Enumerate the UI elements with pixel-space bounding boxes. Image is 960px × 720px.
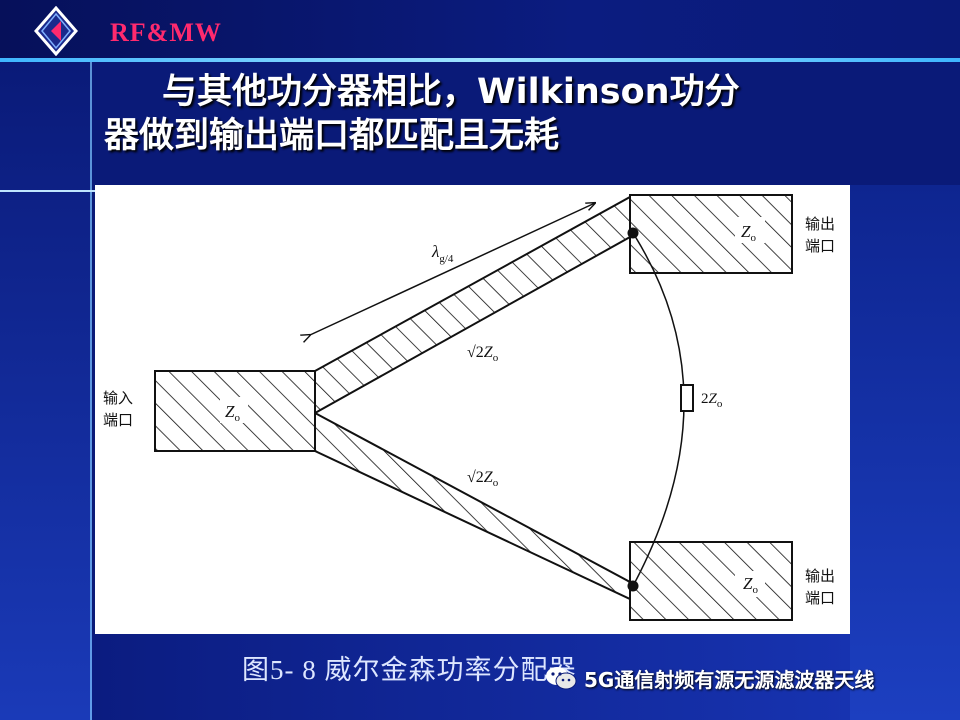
upper-output-block [629,194,793,274]
title-line-1: 与其他功分器相比，Wilkinson功分 [162,72,740,112]
upper-output-impedance-label: Zo [741,222,756,244]
lower-output-impedance-label: Zo [743,574,758,596]
wilkinson-diagram-svg: 输入 端口 输出 端口 输出 端口 Zo Zo Zo √2Zo √2Zo λg/… [103,194,835,621]
wavelength-label: λg/4 [431,242,454,265]
left-divider [90,62,92,720]
watermark: 5G通信射频有源无源滤波器天线 [544,660,874,696]
wilkinson-diagram: 输入 端口 输出 端口 输出 端口 Zo Zo Zo √2Zo √2Zo λg/… [95,185,850,634]
wechat-icon [546,667,577,690]
upper-junction-dot [627,227,639,239]
brand-label: RF&MW [110,18,222,47]
figure-caption: 图5- 8 威尔金森功率分配器 [242,655,577,685]
input-port-label-2: 端口 [103,412,133,429]
right-band [850,185,960,720]
lower-output-label-1: 输出 [805,568,835,585]
lower-output-block [629,541,793,621]
upper-branch [314,195,631,415]
upper-branch-impedance-label: √2Zo [467,344,499,364]
bottom-band [92,634,850,720]
upper-output-label-2: 端口 [805,238,835,255]
diamond-logo-icon [34,6,78,56]
input-impedance-label: Zo [225,402,240,424]
upper-output-label-1: 输出 [805,216,835,233]
title-divider [0,190,95,192]
lower-branch [314,411,631,601]
wavelength-arrow [310,203,595,335]
lower-branch-impedance-label: √2Zo [467,469,499,489]
lower-output-label-2: 端口 [805,590,835,607]
isolation-resistor-wire [632,232,685,587]
isolation-resistor [680,384,694,412]
header-divider [0,58,960,62]
title-line-2: 器做到输出端口都匹配且无耗 [104,116,560,156]
header-band [0,0,960,58]
resistor-label: 2Zo [701,391,723,410]
lower-junction-dot [627,580,639,592]
slide-title: 与其他功分器相比，Wilkinson功分 器做到输出端口都匹配且无耗 [104,70,864,158]
watermark-text: 5G通信射频有源无源滤波器天线 [584,667,875,692]
left-band [0,58,92,720]
input-port-label-1: 输入 [103,390,133,407]
